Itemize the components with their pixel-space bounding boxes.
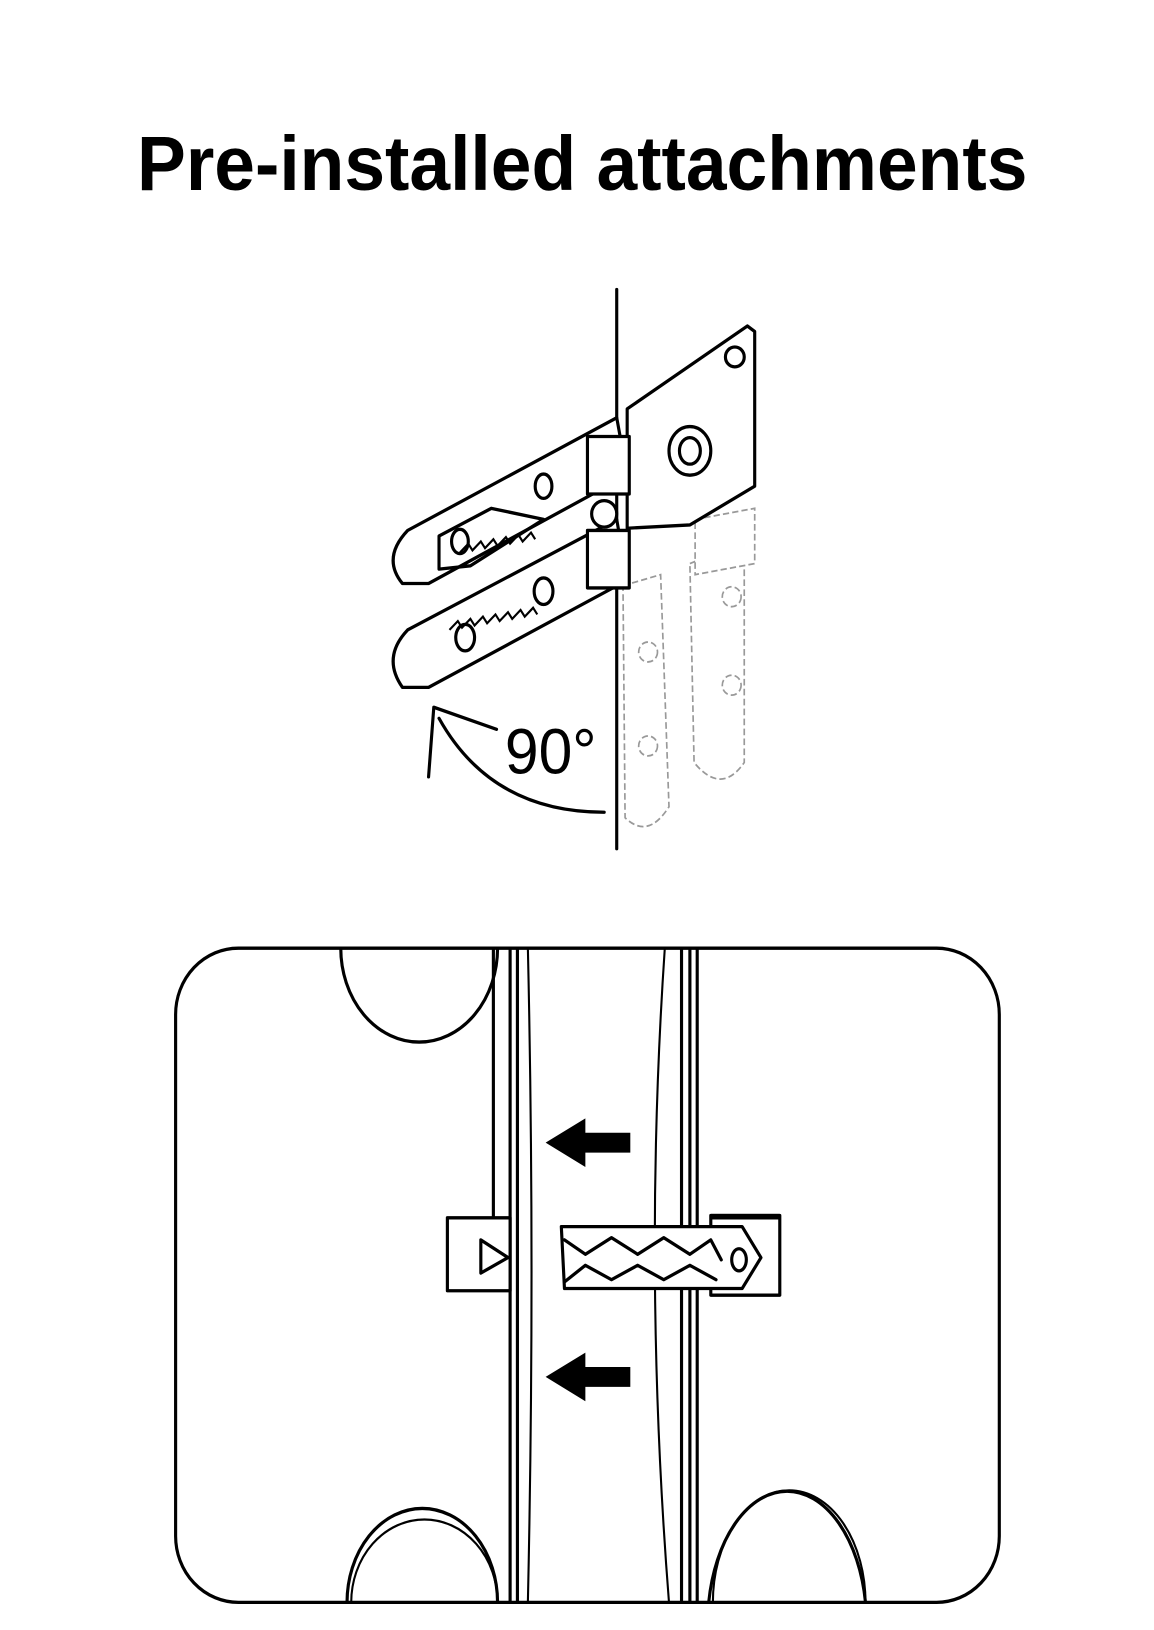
- panel-hole: [707, 1489, 868, 1605]
- hinge-clip: [585, 434, 631, 496]
- pivot-rivet: [667, 424, 713, 477]
- left-arrow-icon: [545, 1118, 631, 1167]
- screw-hole: [723, 345, 746, 369]
- lower-arm: [391, 517, 629, 690]
- panel-joint-illustration: [174, 946, 1001, 1605]
- panel-hole: [339, 946, 500, 1044]
- left-bracket-plate: [445, 1216, 512, 1293]
- bracket-rotation-illustration: 90°: [391, 287, 757, 851]
- left-arrow-icon: [545, 1352, 631, 1402]
- rotation-arrow: [437, 716, 606, 814]
- page-title: Pre-installed attachments: [137, 120, 1027, 206]
- folded-bracket-ghost: [622, 507, 756, 828]
- rotation-arrowhead: [427, 705, 499, 779]
- panel-frame: [174, 946, 1001, 1605]
- panel-hole: [345, 1506, 500, 1605]
- hinge-clip: [585, 528, 631, 590]
- triangle-marker-icon: [479, 1238, 510, 1275]
- rotation-angle-label: 90°: [505, 717, 597, 788]
